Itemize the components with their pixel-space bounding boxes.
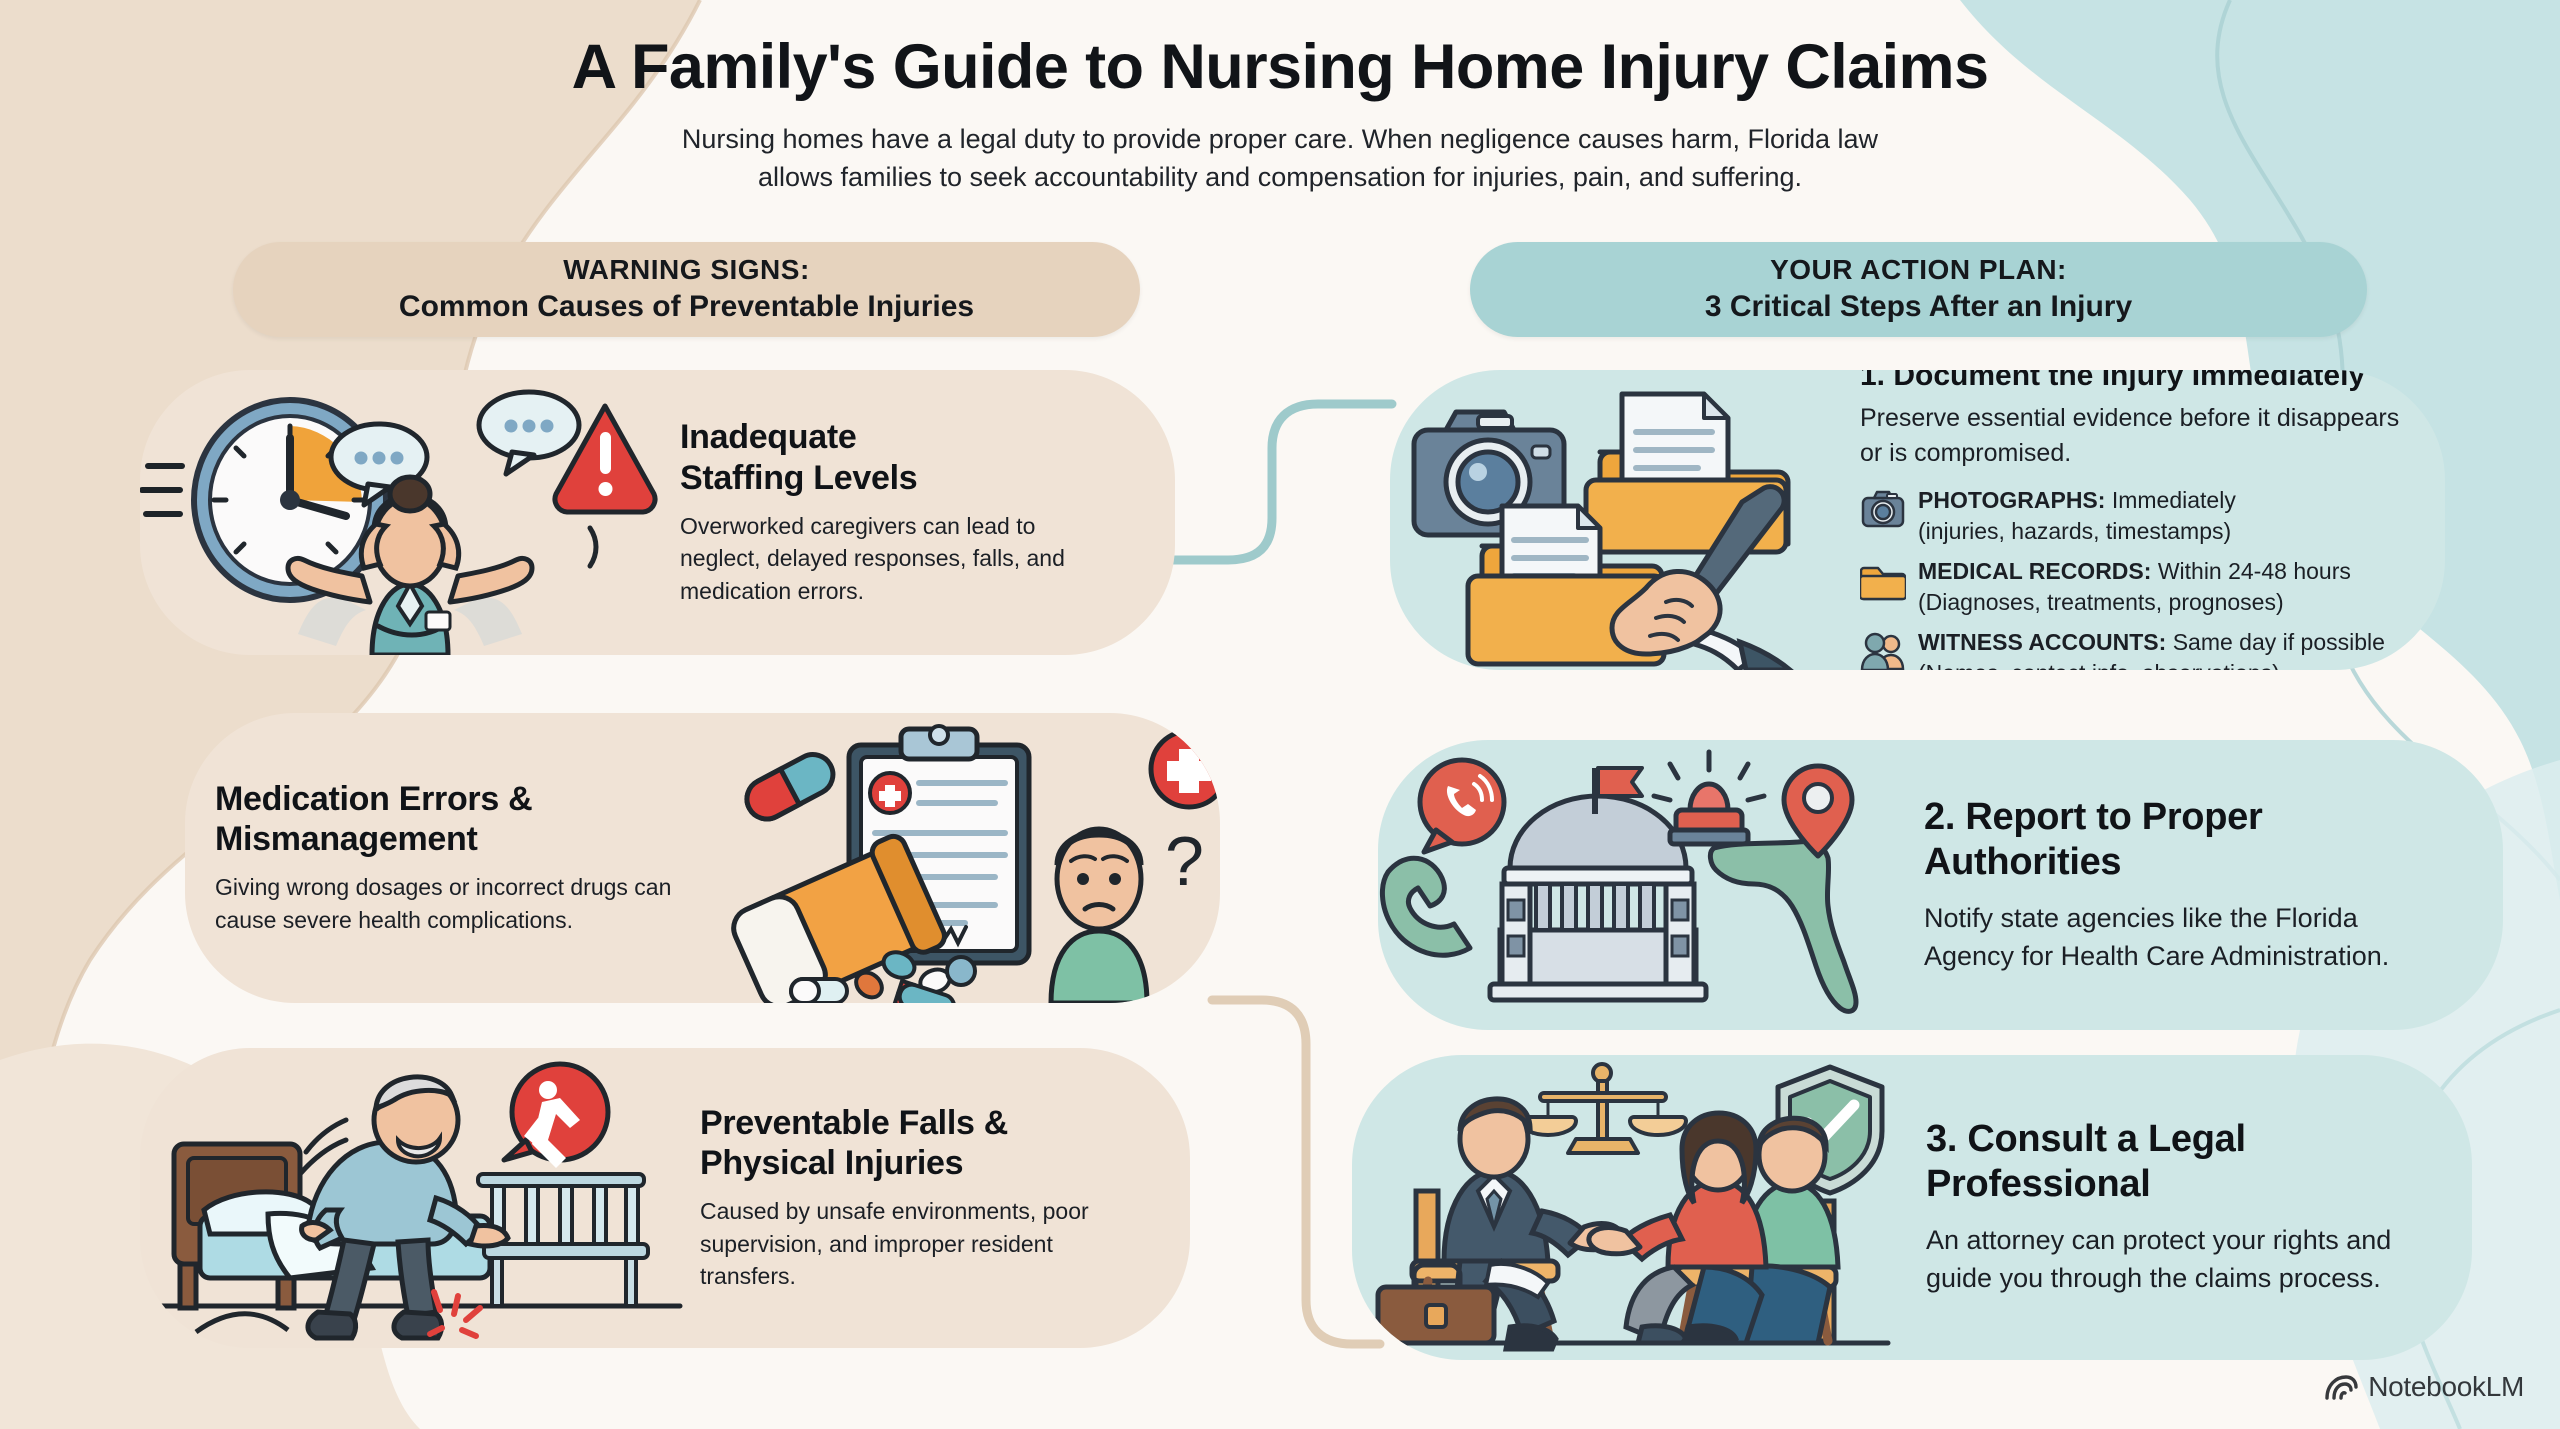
- connector-line-beige: [1207, 995, 1385, 1349]
- evidence-timing-photographs: Immediately: [2111, 486, 2236, 513]
- action-step-2-title: 2. Report to Proper Authorities: [1924, 795, 2433, 885]
- warning-card-2-title: Medication Errors & Mismanagement: [215, 779, 685, 859]
- warning-card-medication[interactable]: Medication Errors & Mismanagement Giving…: [185, 713, 1220, 1003]
- camera-icon: [1861, 490, 1905, 528]
- notebooklm-watermark-label: NotebookLM: [2368, 1371, 2524, 1402]
- warning-triangle-icon: [552, 403, 658, 515]
- evidence-detail-photographs: (injuries, hazards, timestamps): [1918, 517, 2232, 544]
- action-step-3-body: An attorney can protect your rights and …: [1926, 1225, 2392, 1294]
- action-card-report-authorities[interactable]: 2. Report to Proper Authorities Notify s…: [1378, 740, 2503, 1030]
- warning-card-2-title-line-1: Medication Errors &: [215, 780, 533, 819]
- evidence-detail-medical-records: (Diagnoses, treatments, prognoses): [1918, 588, 2284, 615]
- action-card-consult-attorney[interactable]: 3. Consult a Legal Professional An attor…: [1352, 1055, 2472, 1360]
- attorney-consultation-illustration: [1373, 1062, 1891, 1352]
- blob-top-right: [1960, 0, 2560, 900]
- action-step-1-body: Preserve essential evidence before it di…: [1860, 403, 2400, 467]
- subtitle-line-1: Nursing homes have a legal duty to provi…: [681, 124, 1879, 155]
- medication-errors-illustration: ?: [731, 724, 1220, 1003]
- warning-card-staffing[interactable]: Inadequate Staffing Levels Overworked ca…: [140, 370, 1175, 655]
- evidence-timing-witness-accounts: Same day if possible: [2172, 629, 2385, 656]
- connector-line-teal: [1143, 399, 1397, 565]
- warning-signs-banner: WARNING SIGNS: Common Causes of Preventa…: [233, 242, 1140, 337]
- action-banner-line-1: YOUR ACTION PLAN:: [1770, 253, 2067, 285]
- warning-card-falls[interactable]: Preventable Falls & Physical Injuries Ca…: [140, 1048, 1190, 1348]
- action-card-document-injury[interactable]: 1. Document the Injury Immediately Prese…: [1390, 370, 2445, 670]
- action-banner-line-2: 3 Critical Steps After an Injury: [1704, 290, 2133, 324]
- fall-risk-icon: [501, 1061, 611, 1168]
- warning-banner-line-1: WARNING SIGNS:: [563, 253, 810, 285]
- header: A Family's Guide to Nursing Home Injury …: [0, 34, 2560, 197]
- location-pin-icon: [1781, 763, 1855, 859]
- evidence-item-photographs-text: PHOTOGRAPHS: Immediately (injuries, haza…: [1918, 485, 2236, 546]
- folder-icon: [1860, 566, 1906, 601]
- flag-icon: [1596, 766, 1644, 798]
- evidence-detail-witness-accounts: (Names, contact info, observations): [1918, 660, 2280, 670]
- evidence-item-photographs: PHOTOGRAPHS: Immediately (injuries, haza…: [1860, 485, 2401, 546]
- evidence-item-witness-accounts: WITNESS ACCOUNTS: Same day if possible (…: [1860, 627, 2401, 670]
- scales-of-justice-icon: [1517, 1062, 1689, 1155]
- evidence-label-medical-records: MEDICAL RECORDS:: [1918, 558, 2152, 585]
- action-step-1-title: 1. Document the Injury Immediately: [1860, 370, 2366, 392]
- page-subtitle: Nursing homes have a legal duty to provi…: [530, 120, 2030, 197]
- evidence-item-medical-records: MEDICAL RECORDS: Within 24-48 hours (Dia…: [1860, 556, 2401, 617]
- report-authorities-illustration: [1380, 749, 1859, 1014]
- evidence-label-photographs: PHOTOGRAPHS:: [1918, 486, 2106, 513]
- warning-card-1-title-line-1: Inadequate: [680, 418, 857, 457]
- overwhelmed-nurse-clock-illustration: [140, 389, 658, 655]
- warning-card-2-body: Giving wrong dosages or incorrect drugs …: [215, 874, 672, 934]
- warning-card-3-title: Preventable Falls & Physical Injuries: [700, 1103, 1100, 1183]
- siren-icon: [1651, 749, 1767, 847]
- florida-map-icon: [1707, 839, 1859, 1014]
- subtitle-line-2: allows families to seek accountability a…: [757, 162, 1803, 193]
- warning-card-2-title-line-2: Mismanagement: [215, 820, 478, 859]
- action-step-3-title-line-1: 3. Consult a Legal: [1926, 1118, 2246, 1161]
- document-evidence-illustration: [1411, 391, 1794, 670]
- warning-card-1-body: Overworked caregivers can lead to neglec…: [680, 512, 1065, 604]
- action-step-2-title-line-1: 2. Report to Proper: [1924, 795, 2263, 838]
- evidence-timing-medical-records: Within 24-48 hours: [2157, 558, 2351, 585]
- witness-people-icon: [1860, 633, 1905, 670]
- hand-with-pen: [1609, 484, 1794, 670]
- action-plan-banner: YOUR ACTION PLAN: 3 Critical Steps After…: [1470, 242, 2367, 337]
- phone-handset-icon: [1380, 855, 1473, 958]
- call-bubble-icon: [1417, 757, 1507, 855]
- warning-card-3-title-line-2: Physical Injuries: [700, 1144, 964, 1183]
- evidence-item-medical-records-text: MEDICAL RECORDS: Within 24-48 hours (Dia…: [1918, 556, 2351, 617]
- evidence-checklist: PHOTOGRAPHS: Immediately (injuries, haza…: [1860, 485, 2401, 670]
- notebooklm-watermark: NotebookLM: [2324, 1371, 2524, 1403]
- preventable-falls-illustration: [157, 1061, 683, 1341]
- evidence-item-witness-accounts-text: WITNESS ACCOUNTS: Same day if possible (…: [1918, 627, 2385, 670]
- warning-card-3-body: Caused by unsafe environments, poor supe…: [700, 1198, 1089, 1290]
- warning-card-1-title-line-2: Staffing Levels: [680, 458, 918, 497]
- warning-card-1-title: Inadequate Staffing Levels: [680, 417, 1079, 497]
- action-step-3-title: 3. Consult a Legal Professional: [1926, 1117, 2398, 1207]
- evidence-label-witness-accounts: WITNESS ACCOUNTS:: [1918, 629, 2167, 656]
- action-step-2-body: Notify state agencies like the Florida A…: [1924, 902, 2390, 971]
- page-title: A Family's Guide to Nursing Home Injury …: [571, 32, 1989, 102]
- action-step-2-title-line-2: Authorities: [1924, 840, 2122, 883]
- question-mark-icon: ?: [1165, 822, 1204, 900]
- notebooklm-logo-icon: [2325, 1375, 2358, 1400]
- warning-card-3-title-line-1: Preventable Falls &: [700, 1103, 1008, 1142]
- warning-banner-line-2: Common Causes of Preventable Injuries: [398, 290, 975, 324]
- action-step-3-title-line-2: Professional: [1926, 1163, 2151, 1206]
